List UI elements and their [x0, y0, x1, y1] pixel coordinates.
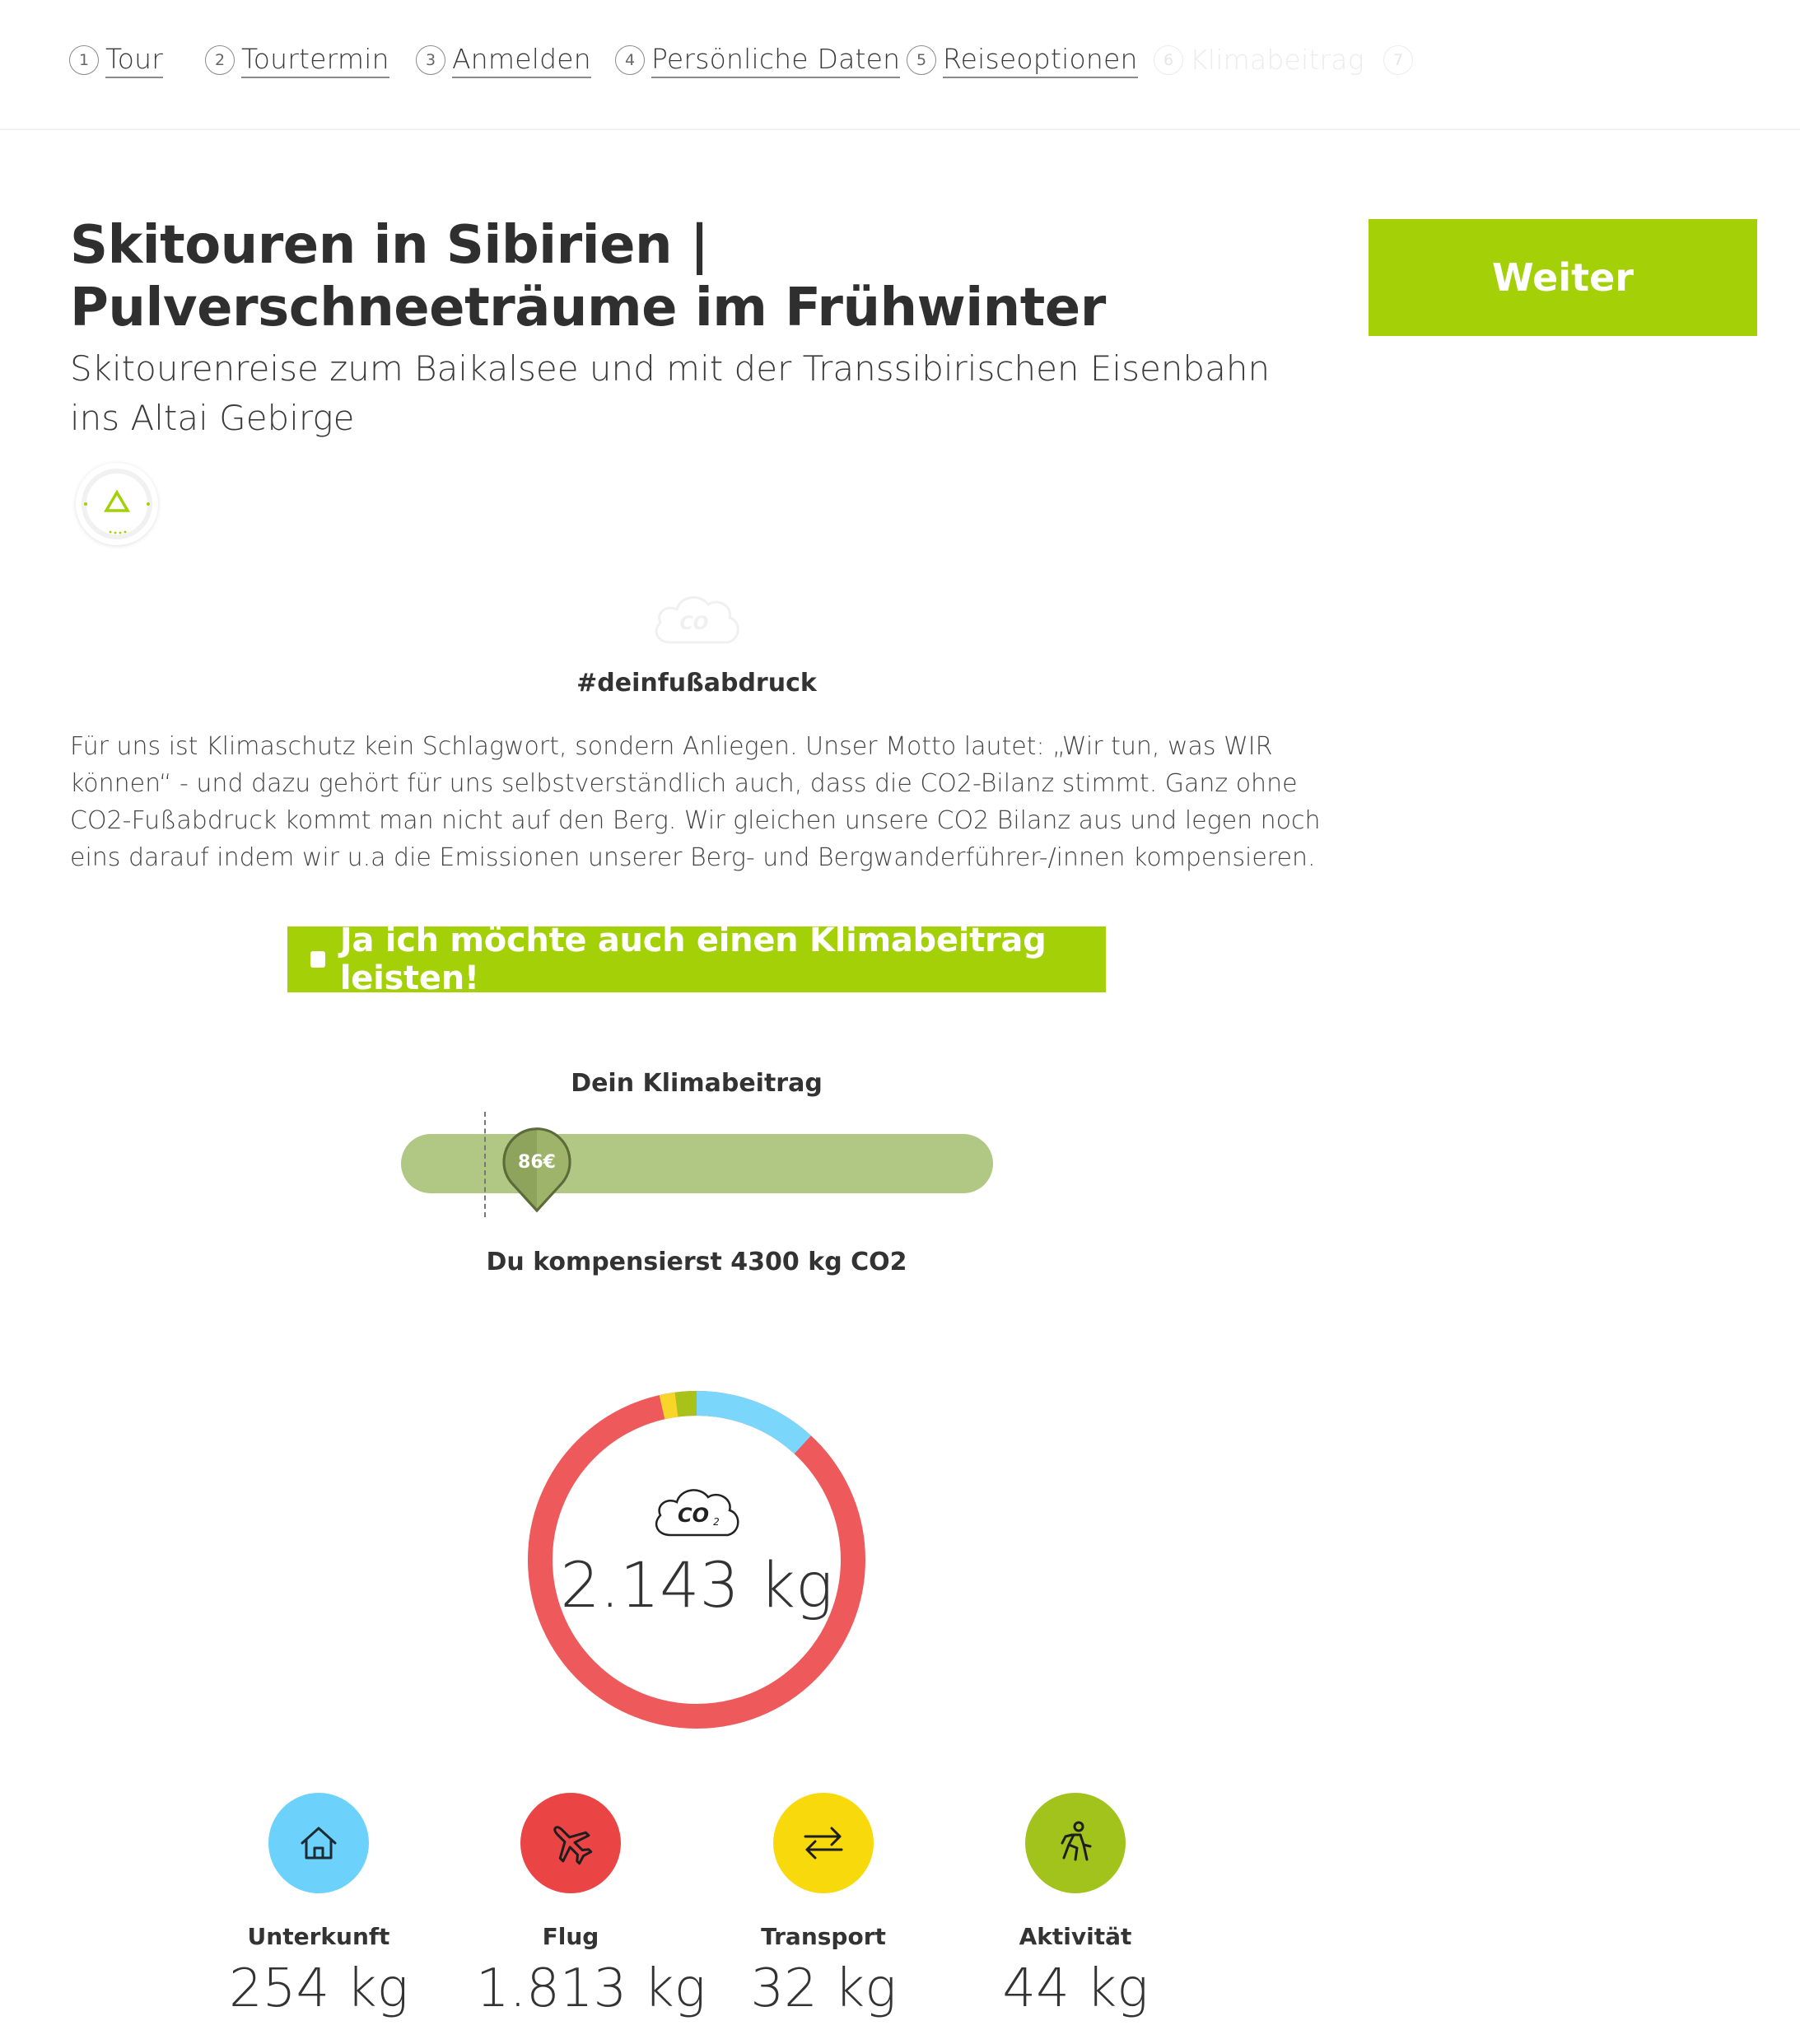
ring-segment-aktivitaet	[674, 1391, 697, 1417]
co2-cloud-icon: CO 2	[655, 1489, 739, 1537]
mountain-icon	[82, 469, 152, 539]
step-label: Klimabeitrag	[1190, 43, 1364, 76]
category-value: 44 kg	[1002, 1958, 1149, 2019]
category-value: 254 kg	[229, 1958, 408, 2019]
steps-nav: 1 Tour 2 Tourtermin 3 Anmelden 4 Persönl…	[0, 0, 1800, 130]
step-persoenliche-daten[interactable]: 4 Persönliche Daten	[615, 40, 901, 81]
svg-text:CO: CO	[678, 1504, 709, 1527]
step-number: 5	[907, 45, 936, 75]
contribution-label: Dein Klimabeitrag	[571, 1069, 823, 1098]
step-klimabeitrag[interactable]: 6 Klimabeitrag	[1154, 40, 1364, 81]
step-number: 3	[416, 45, 445, 75]
hiker-icon	[1061, 1821, 1092, 1861]
category-aktivitaet: Aktivität 44 kg	[981, 1793, 1170, 2019]
page-title: Skitouren in Sibirien | Pulverschneeträu…	[70, 215, 1106, 338]
step-number: 4	[615, 45, 645, 75]
co2-cloud-icon: CO	[655, 596, 739, 644]
climate-contribution-label: Ja ich möchte auch einen Klimabeitrag le…	[339, 922, 1047, 997]
slider-value: 86€	[518, 1152, 556, 1173]
category-icon-circle	[773, 1793, 874, 1893]
category-name: Flug	[542, 1923, 599, 1950]
compensation-text: Du kompensierst 4300 kg CO2	[486, 1248, 907, 1276]
ring-segment-unterkunft	[696, 1391, 811, 1454]
footprint-intro-text: Für uns ist Klimaschutz kein Schlagwort,…	[70, 732, 1321, 872]
step-number: 7	[1383, 45, 1413, 75]
category-name: Transport	[761, 1923, 886, 1950]
step-anmelden[interactable]: 3 Anmelden	[416, 40, 591, 81]
category-flug: Flug 1.813 kg	[476, 1793, 706, 2019]
climate-contribution-checkbox[interactable]: Ja ich möchte auch einen Klimabeitrag le…	[287, 922, 1106, 997]
step-label: Reiseoptionen	[943, 43, 1138, 78]
co2-total: 2.143 kg	[560, 1548, 833, 1622]
checkbox-square[interactable]	[310, 951, 325, 968]
category-icon-circle	[520, 1793, 621, 1893]
step-label: Tourtermin	[241, 43, 389, 78]
step-number: 1	[69, 45, 99, 75]
step-number: 6	[1154, 45, 1183, 75]
step-label: Anmelden	[452, 43, 591, 78]
category-name: Aktivität	[1019, 1923, 1132, 1950]
step-7[interactable]: 7	[1383, 40, 1420, 81]
footprint-hashtag: #deinfußabdruck	[576, 669, 817, 698]
category-value: 32 kg	[750, 1958, 897, 2019]
next-button[interactable]: Weiter	[1369, 219, 1757, 336]
step-tour[interactable]: 1 Tour	[69, 40, 164, 81]
category-transport: Transport 32 kg	[729, 1793, 918, 2019]
step-reiseoptionen[interactable]: 5 Reiseoptionen	[907, 40, 1138, 81]
step-label: Tour	[105, 43, 164, 78]
contribution-slider-handle[interactable]: 86€	[501, 1127, 572, 1214]
category-unterkunft: Unterkunft 254 kg	[224, 1793, 413, 2019]
plane-icon	[553, 1826, 593, 1865]
difficulty-badge	[76, 463, 158, 545]
step-number: 2	[205, 45, 235, 75]
step-label: Persönliche Daten	[651, 43, 901, 78]
svg-text:2: 2	[713, 1516, 720, 1528]
co2-donut-chart	[528, 1391, 865, 1729]
slider-marker-line	[484, 1112, 486, 1217]
category-icon-circle	[268, 1793, 369, 1893]
category-value: 1.813 kg	[476, 1958, 706, 2019]
house-icon	[301, 1827, 337, 1860]
step-tourtermin[interactable]: 2 Tourtermin	[205, 40, 389, 81]
category-icon-circle	[1025, 1793, 1126, 1893]
arrows-icon	[804, 1827, 843, 1860]
ring-segment-transport	[659, 1392, 678, 1420]
category-name: Unterkunft	[247, 1923, 390, 1950]
page-subtitle: Skitourenreise zum Baikalsee und mit der…	[70, 348, 1271, 438]
svg-text:CO: CO	[680, 614, 709, 634]
contribution-slider-track[interactable]	[401, 1134, 993, 1193]
